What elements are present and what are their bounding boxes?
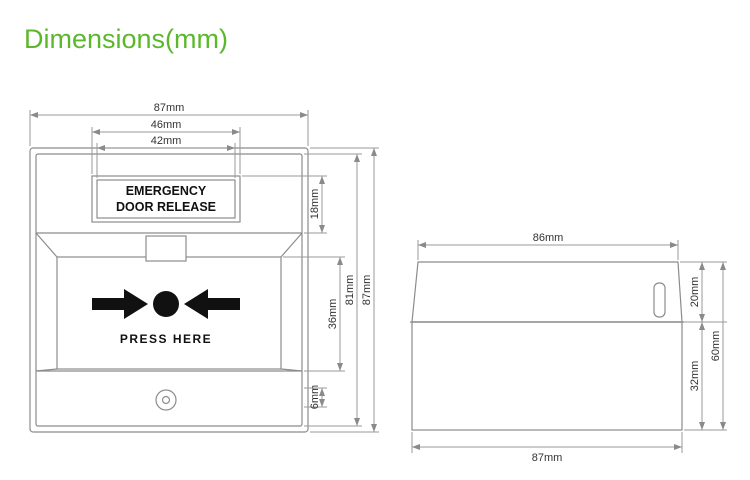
page-title: Dimensions(mm)	[24, 24, 229, 54]
front-view-dimensions: 87mm 46mm 42mm 18mm 36mm	[29, 102, 379, 433]
side-bottom-section	[411, 321, 683, 431]
dim-label-inner-width: 42mm	[151, 135, 182, 147]
left-arrow-icon	[92, 289, 148, 319]
dim-outer-height: 87mm	[361, 275, 373, 306]
recess-diag-bl	[35, 368, 58, 372]
dim-lower-depth: 32mm	[689, 361, 701, 392]
recess-diag-br	[280, 368, 303, 372]
dim-bottom-gap: 6mm	[309, 385, 321, 409]
dim-upper-depth: 20mm	[689, 277, 701, 308]
dim-front-top-width: 87mm	[154, 102, 185, 114]
label-plate-inner	[96, 179, 236, 219]
panel-tab	[145, 235, 187, 262]
side-clip	[653, 282, 666, 318]
front-inner-frame	[35, 153, 303, 427]
side-top-section	[411, 261, 683, 323]
dim-label-height: 18mm	[309, 189, 321, 220]
label-line1: EMERGENCY	[126, 184, 207, 198]
dim-label-outer-width: 46mm	[151, 119, 182, 131]
key-lock-inner	[161, 395, 171, 405]
dim-total-depth: 60mm	[710, 331, 722, 362]
side-view	[410, 261, 684, 431]
dim-side-top-width: 86mm	[533, 232, 564, 244]
press-here-label: PRESS HERE	[120, 332, 212, 346]
front-view: EMERGENCY DOOR RELEASE PRESS HERE	[29, 147, 309, 433]
label-line2: DOOR RELEASE	[116, 200, 216, 214]
press-button	[153, 291, 179, 317]
key-lock-outer	[155, 389, 177, 411]
right-arrow-icon	[184, 289, 240, 319]
recess-diag-tl	[35, 232, 58, 258]
label-plate-outer	[91, 175, 241, 223]
recess-diag-tr	[280, 232, 303, 258]
dim-panel-height: 36mm	[327, 299, 339, 330]
side-view-dimensions: 86mm 20mm 32mm 60mm 87mm	[411, 232, 727, 464]
dim-inner-height: 81mm	[344, 275, 356, 306]
dim-side-bottom-width: 87mm	[532, 452, 563, 464]
